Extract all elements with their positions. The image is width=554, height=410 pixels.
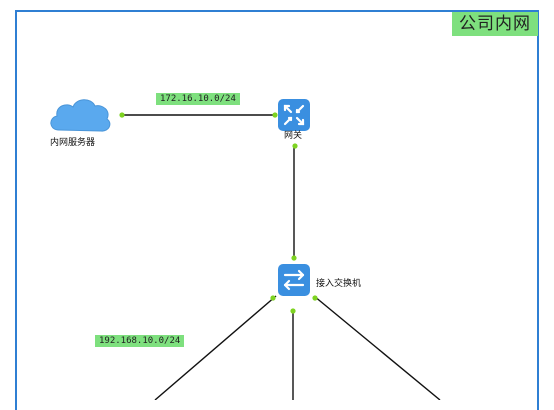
switch-icon: [278, 264, 310, 296]
router-icon: [278, 99, 310, 131]
port-dot: [290, 308, 296, 314]
network-tag-bottom: 192.168.10.0/24: [95, 335, 185, 347]
port-dot: [292, 143, 298, 149]
cloud-icon: [50, 99, 111, 132]
gateway-label: 网关: [284, 131, 303, 141]
port-dot: [270, 295, 276, 301]
diagram-title: 公司内网: [452, 12, 538, 36]
switch-node[interactable]: [278, 264, 310, 296]
link-switch-left: [154, 295, 277, 400]
port-dot: [291, 255, 297, 261]
network-tag-top: 172.16.10.0/24: [156, 93, 240, 105]
port-dot: [272, 112, 278, 118]
diagram-canvas: 公司内网 内网服务器 172.16.10.0/24: [15, 10, 539, 410]
connections-layer: [119, 112, 441, 400]
server-node[interactable]: [45, 92, 113, 136]
port-dot: [119, 112, 125, 118]
server-label: 内网服务器: [50, 138, 96, 148]
switch-label: 接入交换机: [316, 279, 362, 289]
gateway-node[interactable]: [278, 99, 310, 131]
port-dot: [312, 295, 318, 301]
link-switch-right: [313, 295, 441, 400]
